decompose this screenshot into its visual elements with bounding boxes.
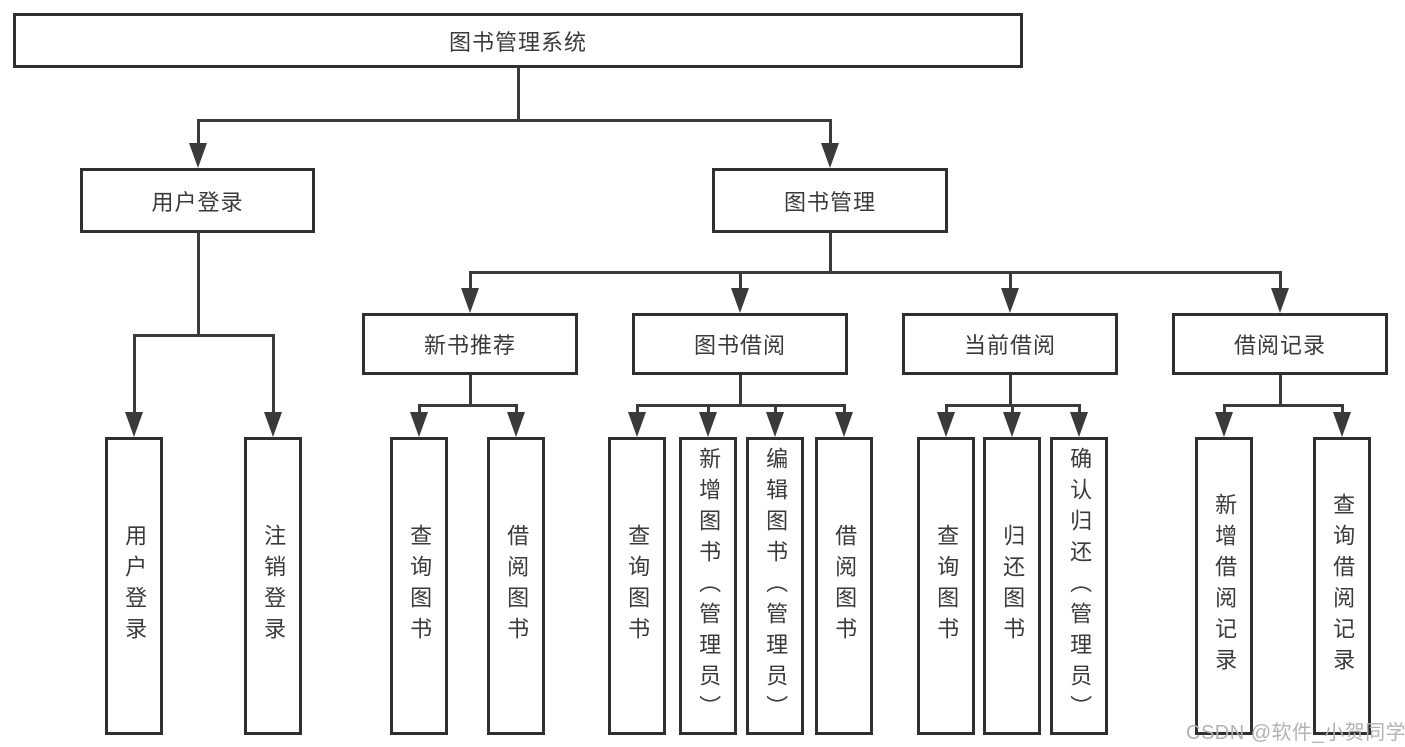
connector-drop-book-borrow bbox=[739, 271, 742, 292]
connector-drop-borrow-book-a bbox=[515, 404, 518, 416]
arrowhead-query-book-a bbox=[410, 412, 428, 437]
node-leaf-query-book-c: 查询图书 bbox=[917, 437, 975, 735]
node-leaf-query-borrow-record: 查询借阅记录 bbox=[1313, 437, 1371, 735]
node-leaf-add-book-admin: 新增图书（管理员） bbox=[679, 437, 737, 735]
connector-drop-borrow-record bbox=[1279, 271, 1282, 292]
arrowhead-query-borrow-record bbox=[1333, 412, 1351, 437]
arrowhead-query-book-b bbox=[628, 412, 646, 437]
node-leaf-add-borrow-record: 新增借阅记录 bbox=[1195, 437, 1253, 735]
connector-current-borrow-stem bbox=[1009, 375, 1012, 406]
arrowhead-query-book-c bbox=[937, 412, 955, 437]
arrowhead-add-borrow-record bbox=[1215, 412, 1233, 437]
node-label: 新书推荐 bbox=[423, 333, 516, 358]
node-label: 借阅图书 bbox=[832, 524, 858, 648]
node-leaf-query-book-b: 查询图书 bbox=[608, 437, 666, 735]
node-label: 查询图书 bbox=[407, 524, 433, 648]
arrowhead-book-borrow bbox=[731, 288, 749, 313]
connector-drop-return-book bbox=[1011, 404, 1014, 416]
arrowhead-edit-book-admin bbox=[766, 412, 784, 437]
arrowhead-logout-leaf bbox=[264, 412, 282, 437]
node-label: 当前借阅 bbox=[963, 333, 1056, 358]
node-user-login: 用户登录 bbox=[80, 168, 315, 233]
connector-drop-query-book-c bbox=[945, 404, 948, 416]
connector-drop-confirm-return bbox=[1078, 404, 1081, 416]
connector-book-management-stem bbox=[829, 233, 832, 272]
node-leaf-confirm-return-admin: 确认归还（管理员） bbox=[1050, 437, 1108, 735]
connector-drop-new-book-recommend bbox=[469, 271, 472, 292]
node-book-borrow: 图书借阅 bbox=[632, 313, 848, 375]
connector-book-borrow-rail bbox=[636, 404, 845, 407]
connector-drop-query-borrow-record bbox=[1341, 404, 1344, 416]
node-label: 查询借阅记录 bbox=[1330, 493, 1356, 679]
node-new-book-recommend: 新书推荐 bbox=[362, 313, 578, 375]
node-leaf-borrow-book-b: 借阅图书 bbox=[815, 437, 873, 735]
node-label: 借阅记录 bbox=[1233, 333, 1326, 358]
node-label: 查询图书 bbox=[625, 524, 651, 648]
connector-borrow-record-stem bbox=[1279, 375, 1282, 406]
node-label: 用户登录 bbox=[151, 189, 244, 215]
arrowhead-current-borrow bbox=[1001, 288, 1019, 313]
connector-user-login-rail bbox=[133, 334, 274, 337]
node-borrow-record: 借阅记录 bbox=[1172, 313, 1388, 375]
node-library-management-system: 图书管理系统 bbox=[13, 13, 1023, 68]
node-label: 图书管理 bbox=[783, 189, 876, 215]
csdn-watermark: CSDN @软件_小贺同学 bbox=[1186, 722, 1405, 744]
connector-drop-user-login bbox=[197, 119, 200, 147]
node-label: 编辑图书（管理员） bbox=[763, 446, 789, 726]
connector-user-login-stem bbox=[197, 233, 200, 335]
connector-drop-book-management bbox=[829, 119, 832, 147]
arrowhead-new-book-recommend bbox=[461, 288, 479, 313]
node-label: 查询图书 bbox=[934, 524, 960, 648]
node-label: 归还图书 bbox=[1000, 524, 1026, 648]
node-label: 借阅图书 bbox=[504, 524, 530, 648]
node-label: 注销登录 bbox=[261, 524, 287, 648]
arrowhead-borrow-book-a bbox=[507, 412, 525, 437]
node-leaf-return-book: 归还图书 bbox=[983, 437, 1041, 735]
node-label: 新增借阅记录 bbox=[1212, 493, 1238, 679]
arrowhead-confirm-return bbox=[1070, 412, 1088, 437]
connector-book-borrow-stem bbox=[739, 375, 742, 406]
node-current-borrow: 当前借阅 bbox=[902, 313, 1118, 375]
node-book-management: 图书管理 bbox=[712, 168, 948, 233]
connector-drop-add-book-admin bbox=[707, 404, 710, 416]
connector-drop-current-borrow bbox=[1009, 271, 1012, 292]
connector-drop-borrow-book-b bbox=[843, 404, 846, 416]
connector-new-book-recommend-rail bbox=[418, 404, 517, 407]
connector-new-book-recommend-stem bbox=[469, 375, 472, 406]
node-label: 用户登录 bbox=[122, 524, 148, 648]
node-leaf-logout: 注销登录 bbox=[244, 437, 302, 735]
node-leaf-borrow-book-a: 借阅图书 bbox=[487, 437, 545, 735]
arrowhead-user-login bbox=[189, 143, 207, 168]
arrowhead-book-management bbox=[821, 143, 839, 168]
connector-borrow-record-rail bbox=[1223, 404, 1343, 407]
connector-root-stem bbox=[517, 68, 520, 120]
node-label: 图书借阅 bbox=[693, 333, 786, 358]
arrowhead-borrow-record bbox=[1271, 288, 1289, 313]
connector-drop-logout-leaf bbox=[272, 334, 275, 416]
node-leaf-query-book-a: 查询图书 bbox=[390, 437, 448, 735]
node-label: 新增图书（管理员） bbox=[696, 446, 722, 726]
arrowhead-user-login-leaf bbox=[125, 412, 143, 437]
connector-drop-edit-book-admin bbox=[774, 404, 777, 416]
connector-drop-query-book-b bbox=[636, 404, 639, 416]
arrowhead-add-book-admin bbox=[699, 412, 717, 437]
connector-drop-user-login-leaf bbox=[133, 334, 136, 416]
arrowhead-borrow-book-b bbox=[835, 412, 853, 437]
arrowhead-return-book bbox=[1003, 412, 1021, 437]
connector-drop-query-book-a bbox=[418, 404, 421, 416]
node-leaf-user-login: 用户登录 bbox=[105, 437, 163, 735]
node-leaf-edit-book-admin: 编辑图书（管理员） bbox=[746, 437, 804, 735]
node-label: 确认归还（管理员） bbox=[1067, 446, 1093, 726]
connector-level2-rail bbox=[197, 119, 831, 122]
connector-level3-rail bbox=[469, 271, 1281, 274]
node-label: 图书管理系统 bbox=[448, 29, 587, 55]
connector-drop-add-borrow-record bbox=[1223, 404, 1226, 416]
